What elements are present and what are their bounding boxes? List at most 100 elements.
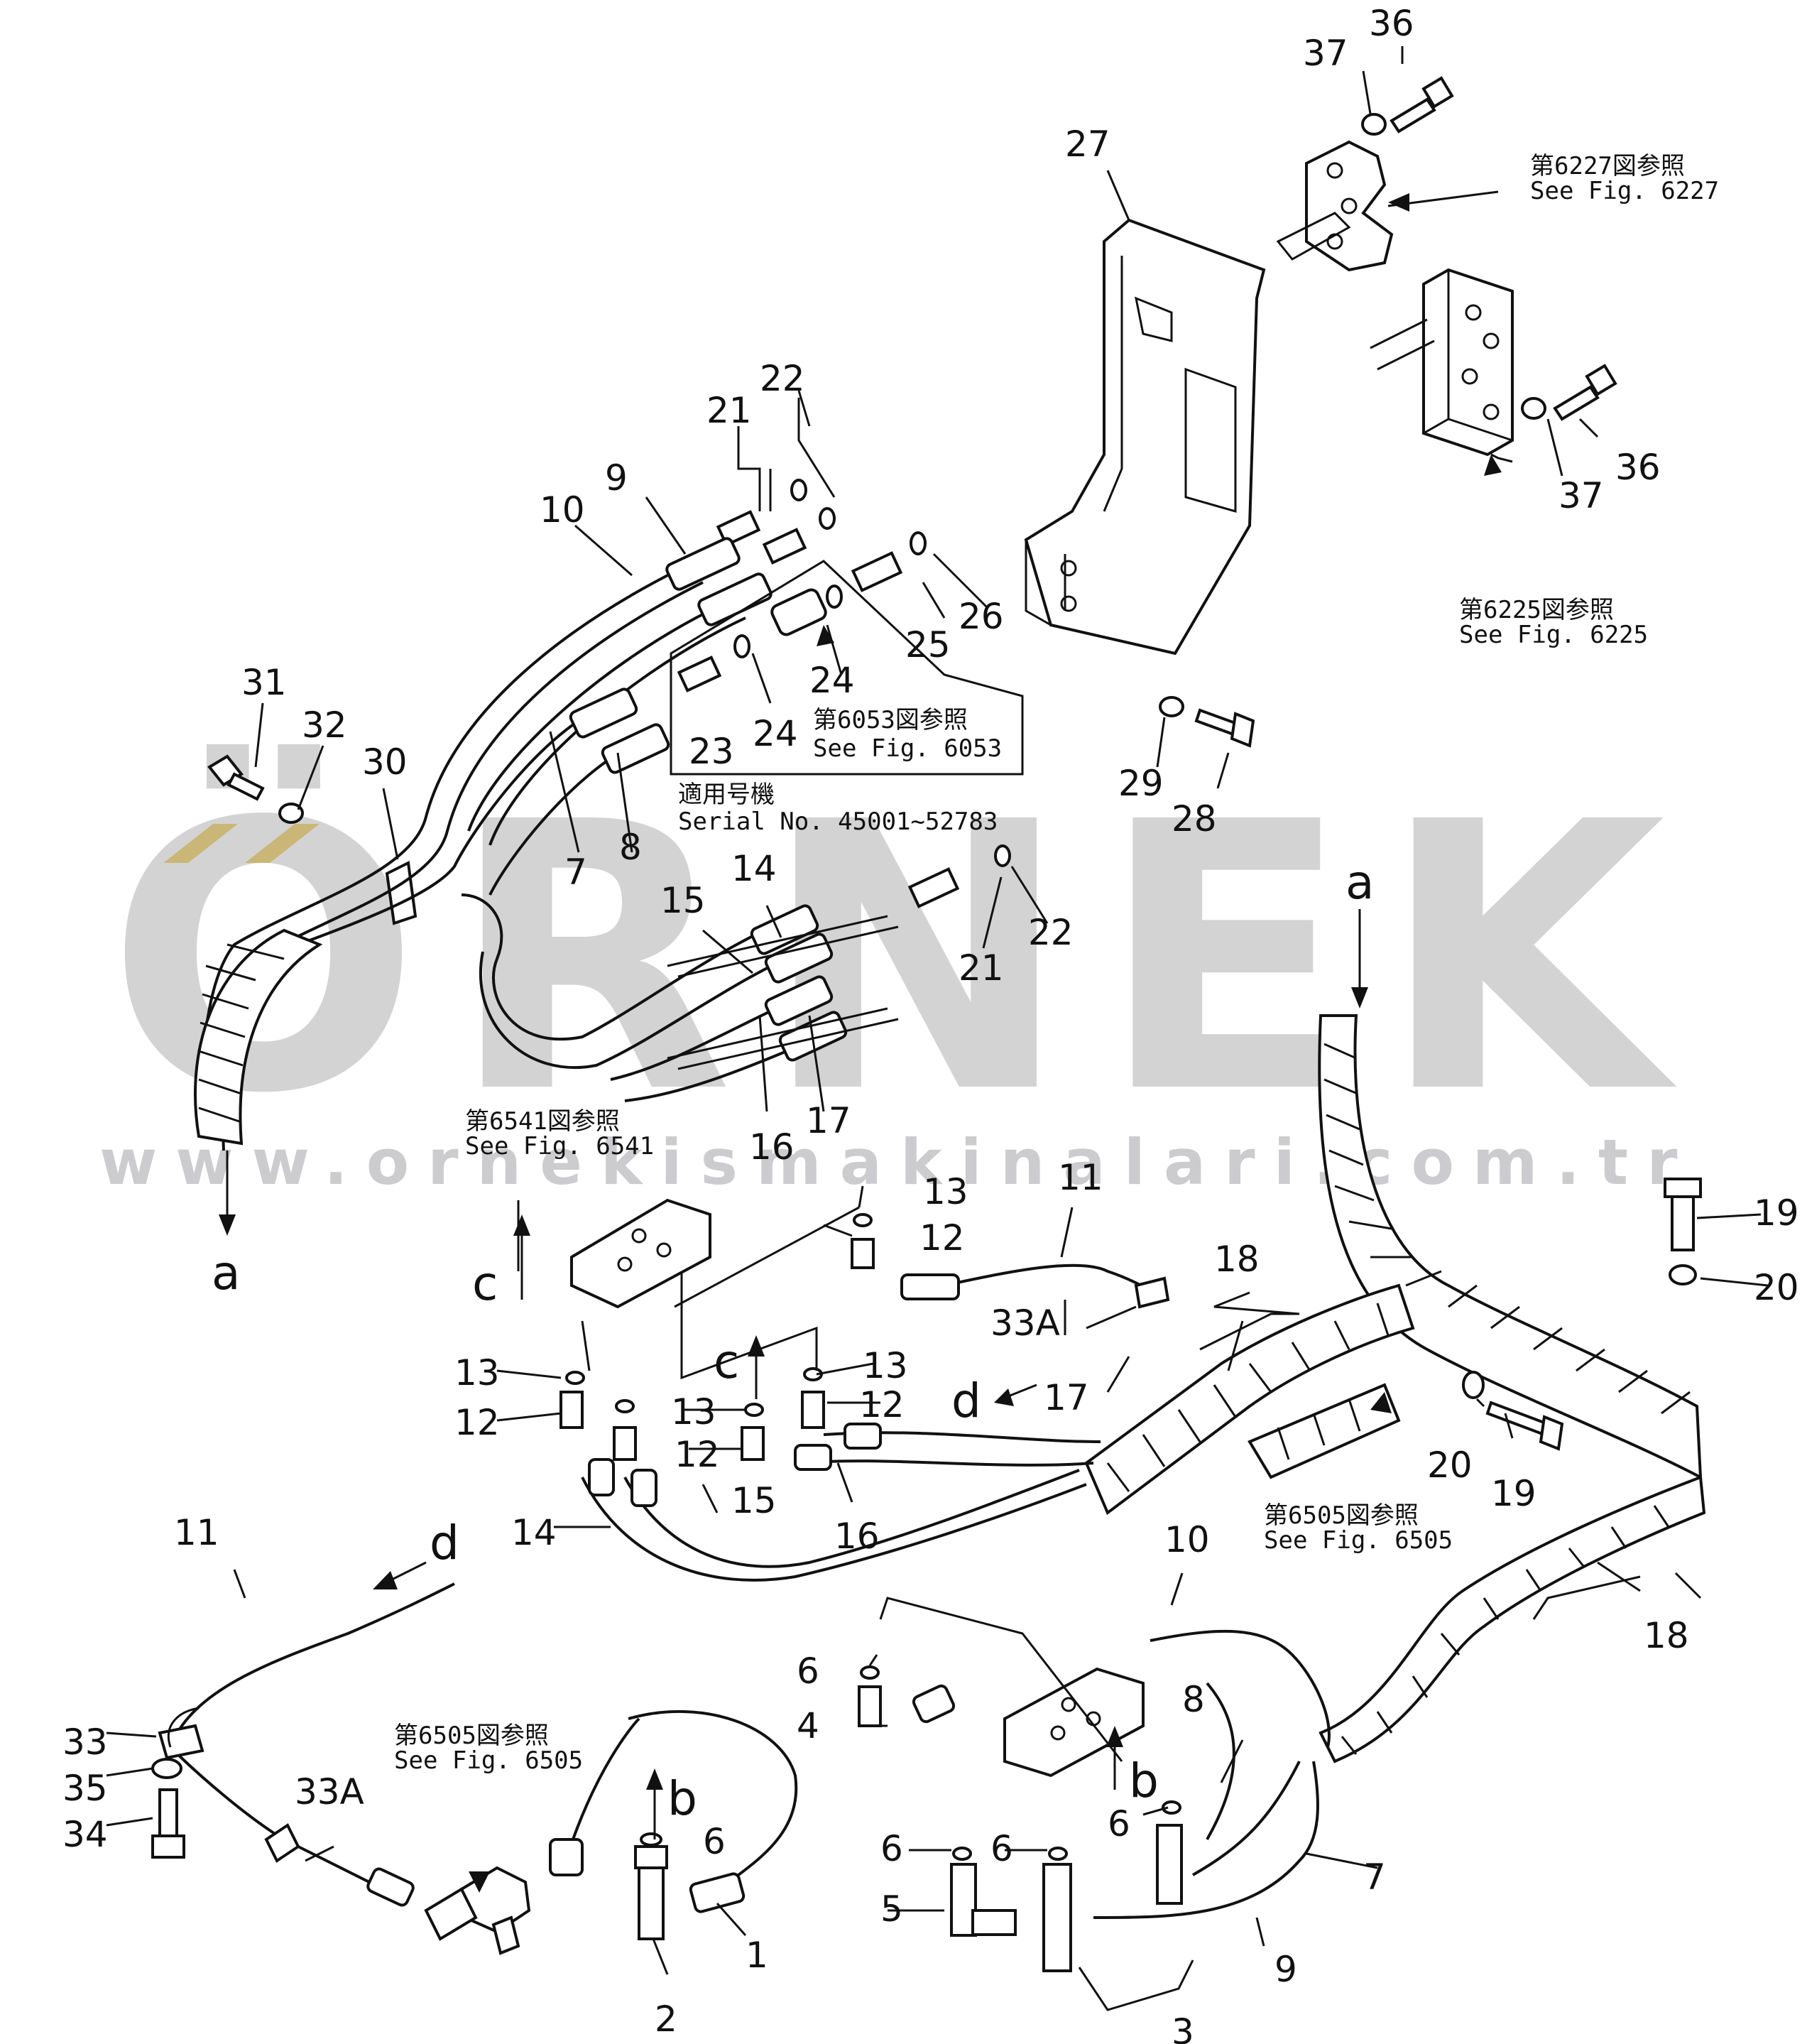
ref-6505a-en: See Fig. 6505: [1264, 1526, 1453, 1555]
label-6: 6: [990, 1828, 1013, 1869]
valve-block-6541: [570, 1198, 711, 1309]
label-13: 13: [671, 1391, 716, 1433]
label-20: 20: [1754, 1267, 1799, 1308]
hoses-7-10-lower: [1093, 1629, 1331, 1919]
fitting-3: [1042, 1824, 1183, 1972]
label-6: 6: [797, 1651, 819, 1692]
bolt-19-mid: [1485, 1401, 1564, 1451]
label-arrow-a: a: [1345, 855, 1374, 910]
label-36: 36: [1369, 3, 1414, 44]
spiral-guard-18-mid: [1084, 1283, 1415, 1516]
label-28: 28: [1172, 798, 1217, 839]
label-37: 37: [1303, 33, 1348, 74]
label-30: 30: [362, 741, 408, 783]
ref-6505b-en: See Fig. 6505: [394, 1746, 583, 1775]
label-24: 24: [809, 660, 855, 701]
arrow-b-left[interactable]: [646, 1768, 663, 1839]
serial-en: Serial No. 45001~52783: [678, 808, 998, 836]
label-23: 23: [689, 731, 734, 772]
clamp-33: [158, 1724, 204, 1760]
ref-6541-en: See Fig. 6541: [465, 1132, 654, 1160]
fitting-5: [950, 1863, 1017, 1937]
ref-6053-en: See Fig. 6053: [813, 734, 1002, 763]
washer-20-right: [1669, 1264, 1697, 1285]
arrow-ref-6505b: [469, 1871, 490, 1893]
ref-6505b-jp: 第6505図参照: [394, 1722, 549, 1750]
washer-29: [1159, 696, 1184, 717]
arrow-d-mid[interactable]: [994, 1383, 1037, 1406]
label-13: 13: [454, 1352, 500, 1393]
label-arrow-c: c: [714, 1334, 739, 1389]
o-ring-24: [733, 585, 843, 658]
hose-1: [549, 1709, 798, 1913]
ref-6505a-jp: 第6505図参照: [1264, 1501, 1419, 1530]
label-14: 14: [511, 1512, 557, 1553]
label-35: 35: [62, 1768, 108, 1809]
label-9: 9: [605, 457, 628, 499]
valve-block-6225: [1370, 268, 1514, 457]
washer-20-mid: [1462, 1371, 1485, 1399]
label-6: 6: [880, 1828, 903, 1869]
hose-ends-14-17-lower: [588, 1423, 882, 1507]
arrow-c-mid[interactable]: [748, 1335, 765, 1399]
label-12: 12: [675, 1434, 720, 1475]
label-19: 19: [1754, 1192, 1799, 1234]
arrow-d-left[interactable]: [373, 1561, 427, 1589]
label-22: 22: [1028, 912, 1074, 953]
spiral-guard-upper: [194, 928, 323, 1146]
bracket-27: [1024, 218, 1266, 656]
label-29: 29: [1118, 763, 1164, 804]
label-14: 14: [731, 848, 777, 889]
o-ring-22-upper: [790, 479, 836, 530]
label-22: 22: [760, 358, 805, 399]
label-21: 21: [706, 390, 752, 431]
label-27: 27: [1065, 124, 1110, 165]
label-12: 12: [919, 1217, 965, 1259]
label-37: 37: [1558, 475, 1604, 516]
bolt-34: [151, 1788, 185, 1859]
o-ring-26: [910, 531, 927, 555]
arrow-c-left[interactable]: [513, 1214, 530, 1300]
label-8: 8: [1182, 1679, 1205, 1720]
label-25: 25: [905, 624, 951, 665]
label-6: 6: [703, 1821, 726, 1862]
washer-37-top: [1361, 113, 1387, 136]
label-34: 34: [62, 1814, 108, 1855]
arrow-a-right[interactable]: [1351, 909, 1368, 1009]
label-4: 4: [797, 1705, 819, 1746]
hose-11-upper: [900, 1263, 1170, 1309]
label-arrow-a: a: [212, 1246, 240, 1300]
label-9: 9: [1274, 1949, 1297, 1990]
o-ring-6-set: [860, 1665, 1181, 1861]
valve-block-bottom: [1003, 1667, 1145, 1778]
clamp-30: [385, 860, 417, 925]
hoses-14-17-lower: [581, 1431, 1101, 1582]
fitting-21-lower: [907, 867, 960, 908]
ref-6541-jp: 第6541図参照: [465, 1107, 620, 1136]
washer-37-right: [1521, 397, 1546, 420]
label-8: 8: [619, 827, 642, 868]
label-24: 24: [753, 713, 798, 754]
hose-end-9: [665, 537, 741, 591]
arrow-a-upper[interactable]: [219, 1151, 236, 1236]
label-17: 17: [1044, 1377, 1089, 1418]
label-6: 6: [1108, 1803, 1130, 1844]
ref-6225-jp: 第6225図参照: [1459, 596, 1614, 624]
arrow-b-right[interactable]: [1106, 1726, 1123, 1790]
label-12: 12: [454, 1402, 500, 1443]
label-16: 16: [834, 1516, 880, 1557]
label-7: 7: [564, 852, 587, 893]
label-10: 10: [1164, 1519, 1210, 1560]
bolt-31: [207, 754, 265, 801]
hose-end-16: [764, 975, 834, 1026]
label-13: 13: [923, 1171, 968, 1212]
label-arrow-c: c: [472, 1256, 498, 1311]
hose-end-8: [601, 723, 670, 774]
label-16: 16: [749, 1126, 795, 1168]
hose-end-7: [569, 687, 638, 739]
washer-32: [278, 803, 304, 824]
ref-box-6053: [670, 560, 1024, 776]
label-15: 15: [660, 880, 706, 921]
bolt-36-top: [1390, 76, 1454, 134]
fitting-21-upper: [716, 510, 807, 565]
